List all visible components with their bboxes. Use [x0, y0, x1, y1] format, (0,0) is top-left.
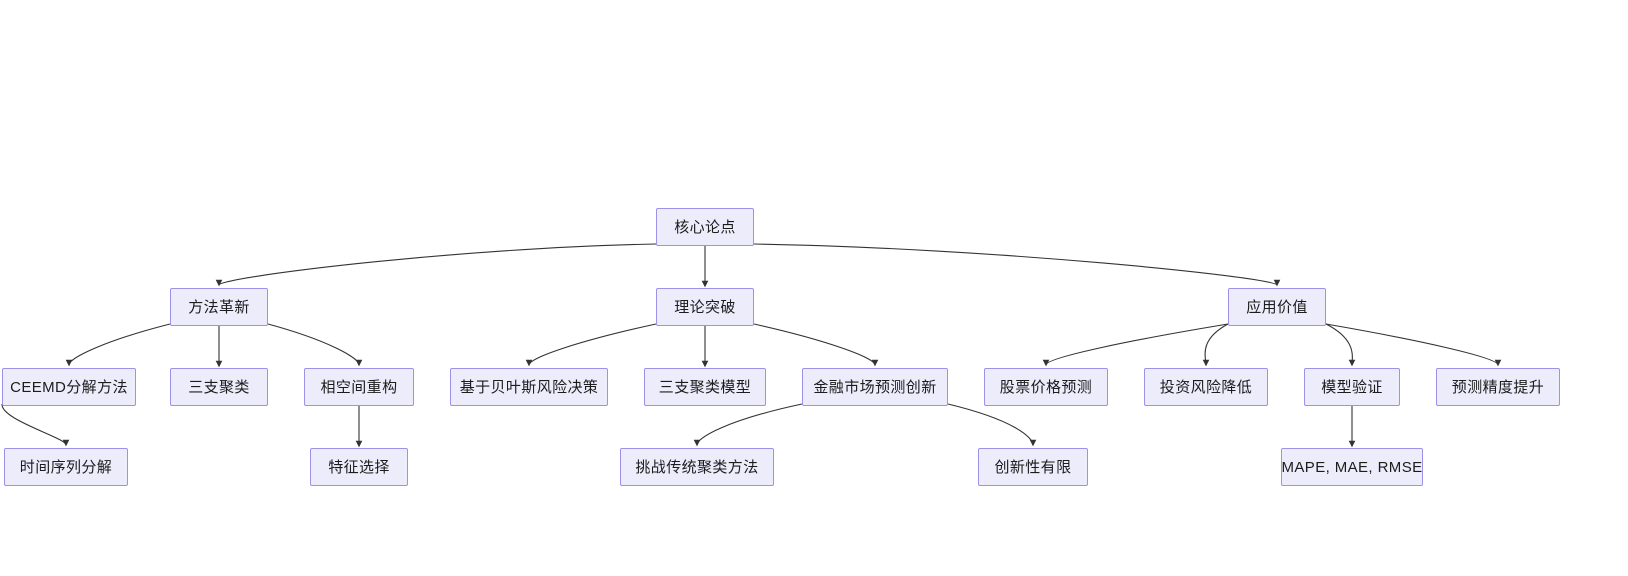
flow-node-a1a[interactable]: 时间序列分解: [4, 448, 128, 486]
flow-node-b3[interactable]: 金融市场预测创新: [802, 368, 948, 406]
flow-edge-m2-to-b1: [525, 323, 657, 367]
flow-edge-m1-to-a1: [65, 323, 171, 367]
flow-node-m3[interactable]: 应用价值: [1228, 288, 1326, 326]
flow-node-b3b[interactable]: 创新性有限: [978, 448, 1088, 486]
flow-edge-m3-to-c1: [1042, 323, 1229, 367]
flow-node-label: 挑战传统聚类方法: [635, 458, 759, 476]
flow-node-c2[interactable]: 投资风险降低: [1144, 368, 1268, 406]
flow-edge-b3-to-b3b: [947, 403, 1037, 447]
flow-node-label: 方法革新: [188, 298, 250, 316]
flow-node-a1[interactable]: CEEMD分解方法: [2, 368, 136, 406]
flow-node-a2[interactable]: 三支聚类: [170, 368, 268, 406]
flow-edge-root-to-m1: [215, 243, 657, 287]
flow-node-b1[interactable]: 基于贝叶斯风险决策: [450, 368, 608, 406]
flow-node-label: 相空间重构: [320, 378, 398, 396]
flow-edge-m1-to-a3: [267, 323, 363, 367]
flow-edge-root-to-m3: [753, 243, 1281, 287]
flow-edge-b3-to-b3a: [693, 403, 803, 447]
flow-node-label: 模型验证: [1321, 378, 1383, 396]
flow-node-label: 三支聚类模型: [658, 378, 752, 396]
flow-node-label: 预测精度提升: [1451, 378, 1545, 396]
flow-node-label: 理论突破: [674, 298, 736, 316]
flow-edge-a1-to-a1a: [1, 403, 70, 447]
flow-node-label: 三支聚类: [188, 378, 250, 396]
flow-node-label: 特征选择: [328, 458, 390, 476]
flow-edge-m3-to-c2: [1202, 323, 1229, 367]
flow-edge-m3-to-c4: [1325, 323, 1502, 367]
flow-node-c4[interactable]: 预测精度提升: [1436, 368, 1560, 406]
flow-node-label: 应用价值: [1246, 298, 1308, 316]
flow-node-label: MAPE, MAE, RMSE: [1281, 458, 1423, 476]
flow-node-m2[interactable]: 理论突破: [656, 288, 754, 326]
flow-node-label: 金融市场预测创新: [813, 378, 937, 396]
flow-node-c3[interactable]: 模型验证: [1304, 368, 1400, 406]
flow-node-label: 核心论点: [674, 218, 736, 236]
flow-node-label: 时间序列分解: [19, 458, 113, 476]
flow-node-label: 股票价格预测: [999, 378, 1093, 396]
flow-edge-m3-to-c3: [1325, 323, 1356, 367]
flow-edge-m2-to-b3: [753, 323, 879, 367]
flow-node-m1[interactable]: 方法革新: [170, 288, 268, 326]
flow-node-a3[interactable]: 相空间重构: [304, 368, 414, 406]
edge-group: [1, 243, 1502, 448]
flow-node-label: CEEMD分解方法: [10, 378, 128, 396]
flow-node-a3a[interactable]: 特征选择: [310, 448, 408, 486]
flow-node-b2[interactable]: 三支聚类模型: [644, 368, 766, 406]
flow-node-root[interactable]: 核心论点: [656, 208, 754, 246]
flow-node-label: 基于贝叶斯风险决策: [459, 378, 599, 396]
flow-node-b3a[interactable]: 挑战传统聚类方法: [620, 448, 774, 486]
flow-node-label: 创新性有限: [994, 458, 1072, 476]
flow-node-c3a[interactable]: MAPE, MAE, RMSE: [1281, 448, 1423, 486]
flow-node-label: 投资风险降低: [1159, 378, 1253, 396]
flow-node-c1[interactable]: 股票价格预测: [984, 368, 1108, 406]
